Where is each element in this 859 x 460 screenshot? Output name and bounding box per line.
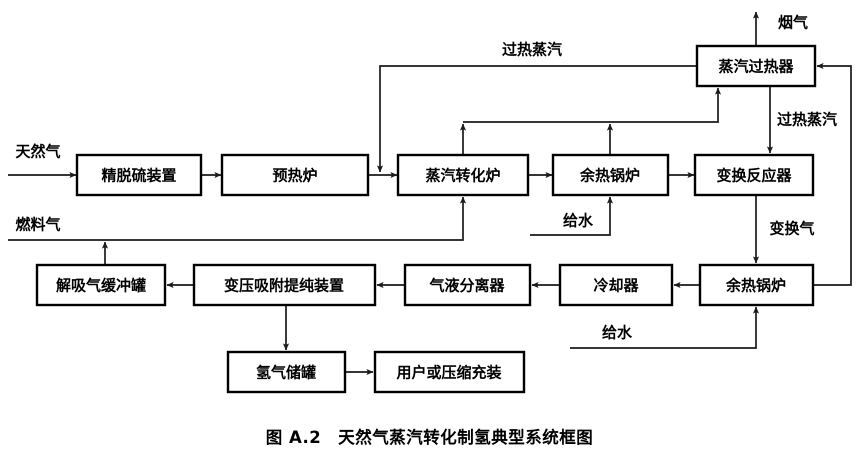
process-boxes: 精脱硫装置 预热炉 蒸汽转化炉 余热锅炉 变换反应器 蒸汽过热器 [35, 44, 817, 394]
box-user-or-filling[interactable]: 用户或压缩充装 [373, 350, 526, 394]
stream-label-flue-gas: 烟气 [778, 14, 808, 32]
line-boiler2-steam-to-superheater [813, 62, 852, 286]
box-label-waste-heat-boiler-2: 余热锅炉 [725, 277, 786, 295]
figure-caption: 图 A.2 天然气蒸汽转化制氢典型系统框图 [265, 428, 594, 447]
box-hydrogen-storage[interactable]: 氢气储罐 [226, 350, 347, 394]
stream-label-superheated-steam-top: 过热蒸汽 [502, 41, 562, 59]
connection-lines [8, 11, 852, 376]
box-label-desulfurizer: 精脱硫装置 [101, 167, 176, 185]
box-gas-liquid-separator[interactable]: 气液分离器 [403, 263, 532, 307]
box-label-shift-reactor: 变换反应器 [716, 167, 792, 185]
box-waste-heat-boiler-2[interactable]: 余热锅炉 [698, 263, 815, 307]
box-label-waste-heat-boiler-1: 余热锅炉 [579, 167, 640, 185]
line-superheater-to-preheat-feed [376, 65, 697, 173]
stream-label-natural-gas: 天然气 [15, 143, 60, 161]
stream-label-feedwater-bottom: 给水 [602, 324, 633, 342]
box-steam-superheater[interactable]: 蒸汽过热器 [695, 44, 817, 88]
box-desorption-buffer[interactable]: 解吸气缓冲罐 [35, 263, 167, 307]
box-preheat-furnace[interactable]: 预热炉 [220, 153, 370, 197]
line-steam-header [463, 87, 722, 123]
box-steam-reformer[interactable]: 蒸汽转化炉 [396, 153, 530, 197]
box-waste-heat-boiler-1[interactable]: 余热锅炉 [551, 153, 670, 197]
box-label-desorption-buffer: 解吸气缓冲罐 [56, 277, 146, 295]
box-shift-reactor[interactable]: 变换反应器 [693, 153, 815, 197]
stream-label-superheated-steam-mid: 过热蒸汽 [777, 111, 837, 129]
box-label-steam-superheater: 蒸汽过热器 [718, 58, 794, 76]
stream-labels: 天然气 燃料气 烟气 过热蒸汽 过热蒸汽 变换气 给水 给水 [15, 14, 837, 342]
stream-label-fuel-gas: 燃料气 [15, 216, 60, 234]
line-feedwater-to-boiler1 [530, 196, 614, 236]
stream-label-shift-gas: 变换气 [769, 220, 814, 238]
box-label-gas-liquid-separator: 气液分离器 [428, 277, 505, 295]
box-label-psa-purifier: 变压吸附提纯装置 [224, 277, 344, 295]
box-psa-purifier[interactable]: 变压吸附提纯装置 [192, 263, 377, 307]
box-desulfurizer[interactable]: 精脱硫装置 [75, 153, 203, 197]
box-cooler[interactable]: 冷却器 [558, 263, 674, 307]
box-label-hydrogen-storage: 氢气储罐 [256, 364, 316, 382]
line-fuel-gas-to-reformer [8, 196, 467, 241]
box-label-cooler: 冷却器 [593, 277, 639, 295]
box-label-user-or-filling: 用户或压缩充装 [396, 364, 502, 382]
box-label-steam-reformer: 蒸汽转化炉 [425, 167, 500, 185]
stream-label-feedwater-top: 给水 [563, 212, 594, 230]
box-label-preheat-furnace: 预热炉 [272, 167, 317, 185]
line-feedwater-to-boiler2 [570, 306, 760, 349]
